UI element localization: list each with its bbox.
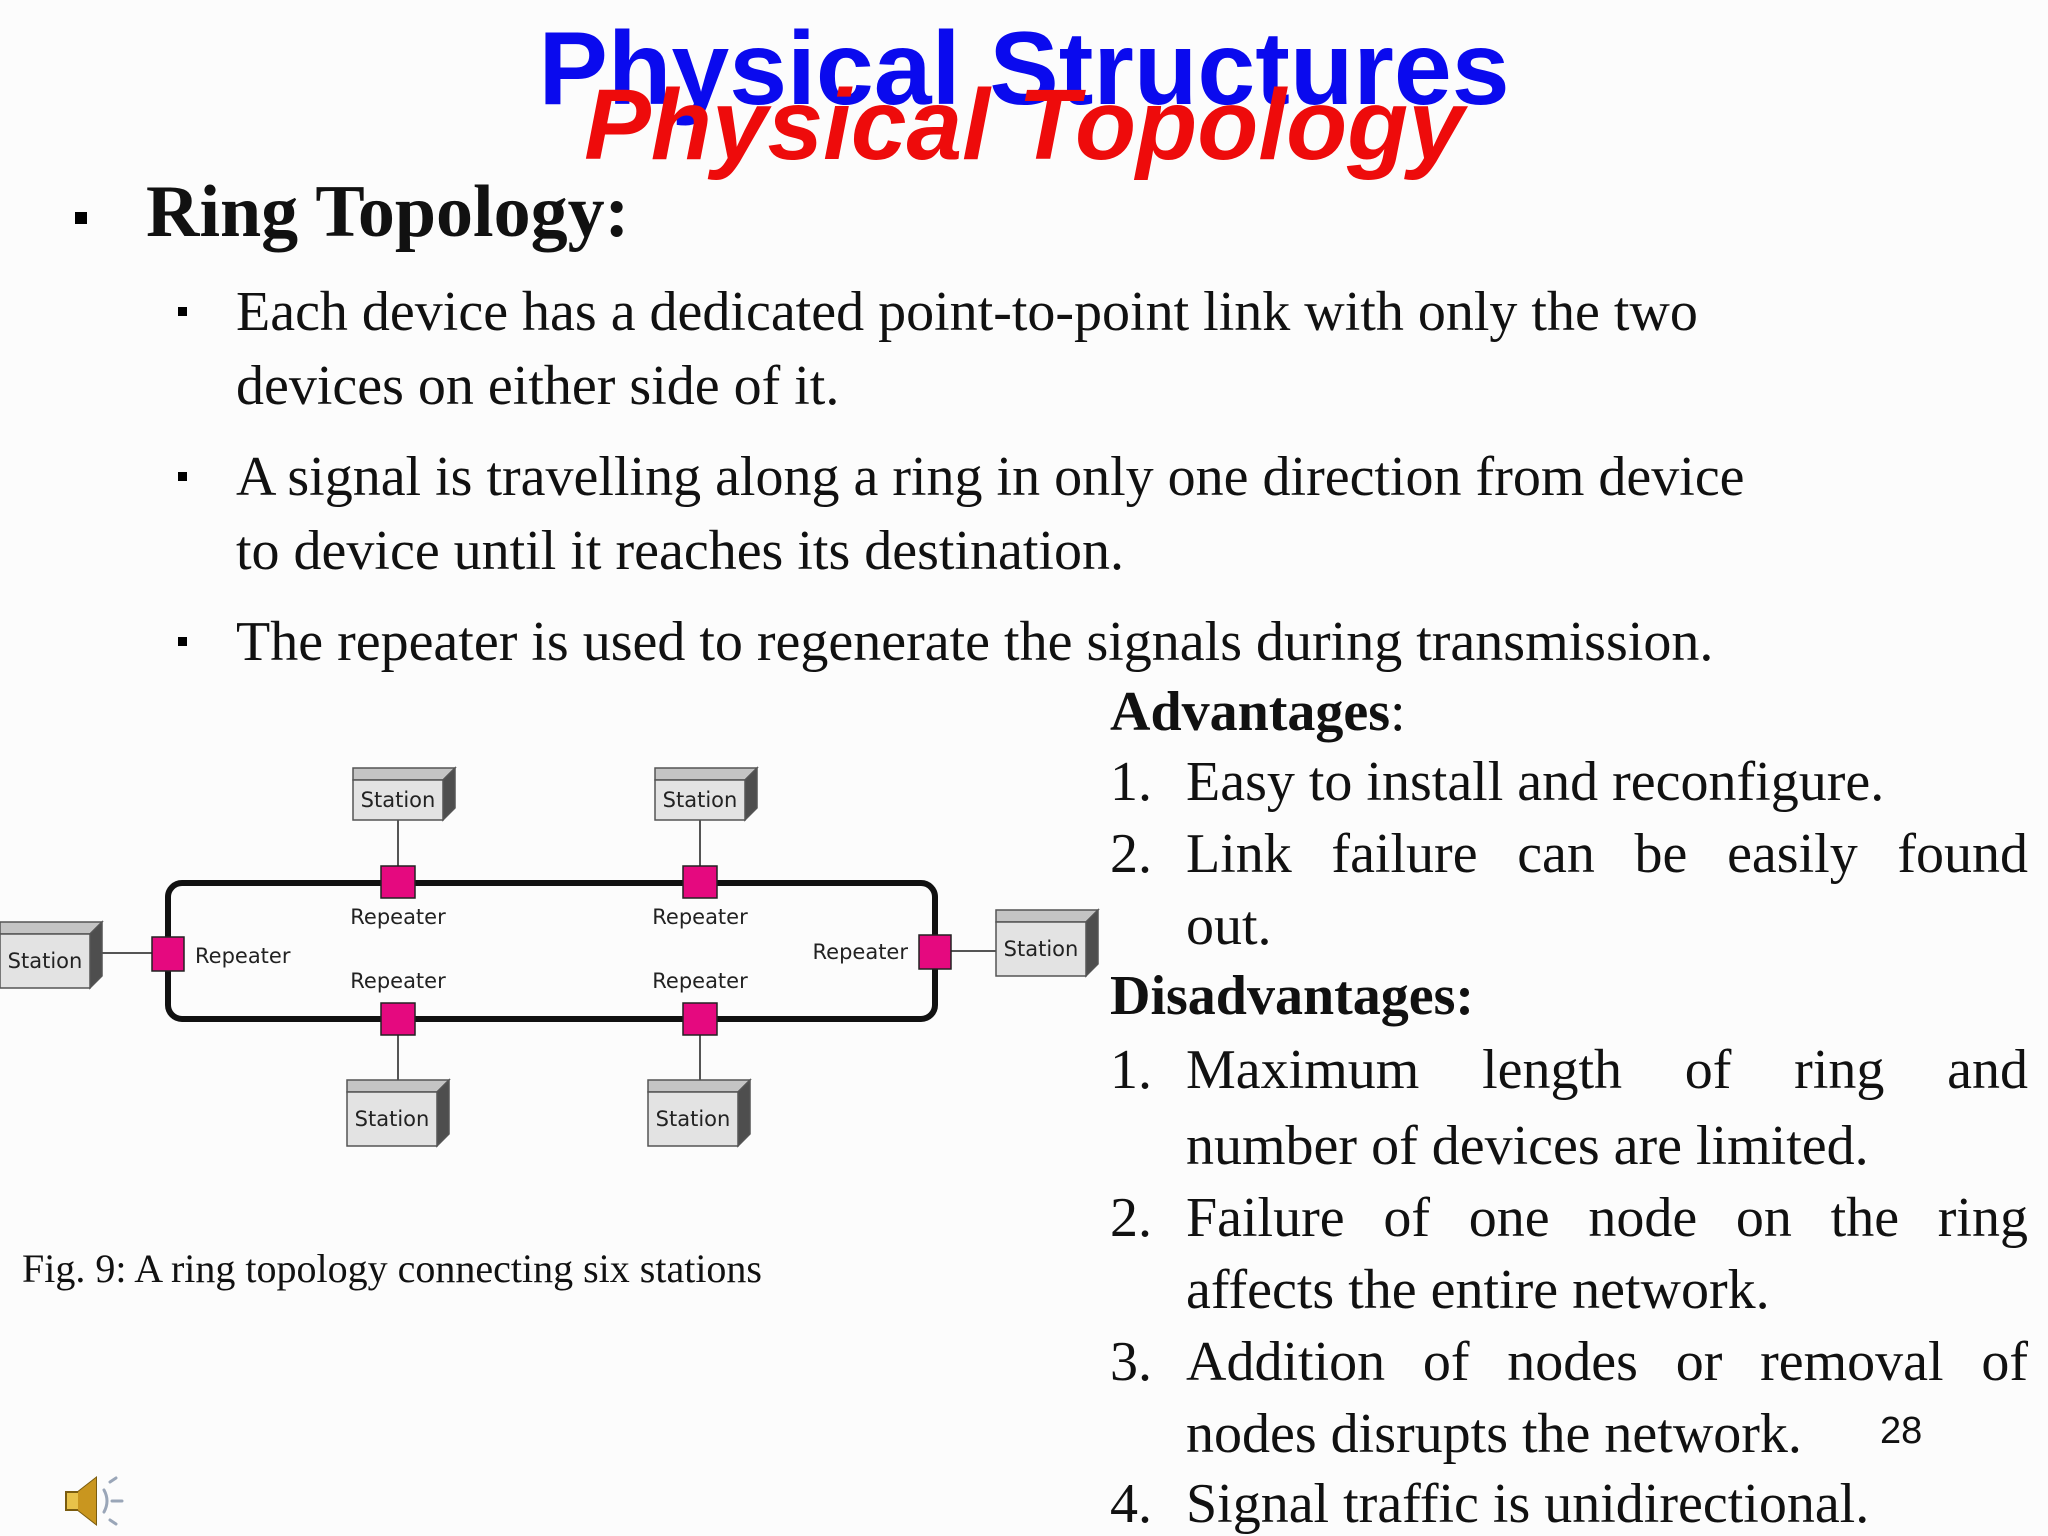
advantage-num: 2. [1110, 823, 1152, 885]
heading-bullet [75, 212, 87, 224]
bullet-marker [178, 307, 187, 316]
station-bottom-left: Station [346, 1078, 451, 1148]
station-links [100, 820, 996, 1080]
station-label: Station [663, 788, 738, 812]
bullet-2: A signal is travelling along a ring in o… [236, 440, 1996, 588]
repeater-node [682, 1002, 718, 1036]
slide-title: Physical Structures [538, 11, 1510, 127]
bullet-2-line-1: A signal is travelling along a ring in o… [236, 446, 1745, 508]
slide-subtitle: Physical Topology [584, 69, 1464, 181]
repeaters [151, 865, 952, 1036]
ring-topology-heading: Ring Topology: [146, 171, 630, 253]
disadvantage-1-text: Maximum length of ring and [1186, 1039, 2028, 1101]
repeater-node [380, 1002, 416, 1036]
disadvantage-2-text-cont: affects the entire network. [1186, 1259, 1770, 1321]
repeater-label: Repeater [652, 969, 748, 993]
advantage-2-text-cont: out. [1186, 895, 1272, 957]
station-top-right: Station [654, 766, 759, 822]
repeater-label: Repeater [652, 905, 748, 929]
disadvantage-2-text: Failure of one node on the ring [1186, 1187, 2028, 1249]
repeater-node [380, 865, 416, 899]
station-top-left: Station [352, 766, 457, 822]
bullet-1-line-1: Each device has a dedicated point-to-poi… [236, 281, 1698, 343]
advantage-num: 1. [1110, 751, 1152, 813]
station-label: Station [8, 949, 83, 973]
disadvantage-1-text-cont: number of devices are limited. [1186, 1115, 1869, 1177]
disadvantage-4-text: Signal traffic is unidirectional. [1186, 1473, 1870, 1535]
disadvantages-heading: Disadvantages: [1110, 965, 1475, 1027]
bullet-2-line-2: to device until it reaches its destinati… [236, 520, 1124, 582]
page-number: 28 [1880, 1410, 1923, 1452]
advantage-1-text: Easy to install and reconfigure. [1186, 751, 1885, 813]
ring-topology-diagram: Repeater Repeater Repeater Repeater Repe… [0, 766, 1100, 1148]
station-bottom-right: Station [647, 1078, 752, 1148]
station-right: Station [995, 908, 1100, 978]
station-label: Station [361, 788, 436, 812]
disadvantage-3-text-cont: nodes disrupts the network. [1186, 1403, 1802, 1465]
repeater-node [151, 936, 185, 972]
figure-caption: Fig. 9: A ring topology connecting six s… [22, 1246, 762, 1291]
advantages-heading: Advantages: [1110, 680, 1406, 744]
repeater-node [918, 934, 952, 970]
repeater-label: Repeater [350, 905, 446, 929]
speaker-icon[interactable] [62, 1472, 134, 1530]
advantages-heading-text: Advantages [1110, 681, 1391, 743]
advantages-colon: : [1390, 681, 1406, 743]
station-label: Station [656, 1107, 731, 1131]
repeater-label: Repeater [813, 940, 909, 964]
station-label: Station [355, 1107, 430, 1131]
disadvantage-num: 1. [1110, 1039, 1152, 1101]
station-left: Station [0, 920, 104, 990]
disadvantage-num: 3. [1110, 1331, 1152, 1393]
bullet-3-line-1: The repeater is used to regenerate the s… [236, 611, 1714, 673]
repeater-node [682, 865, 718, 899]
bullet-1: Each device has a dedicated point-to-poi… [236, 275, 1996, 423]
bullet-marker [178, 472, 187, 481]
station-label: Station [1004, 937, 1079, 961]
advantage-2-text: Link failure can be easily found [1186, 823, 2028, 885]
disadvantage-num: 2. [1110, 1187, 1152, 1249]
bullet-1-line-2: devices on either side of it. [236, 355, 840, 417]
bullet-marker [178, 637, 187, 646]
disadvantage-num: 4. [1110, 1473, 1152, 1535]
repeater-label: Repeater [350, 969, 446, 993]
bullet-3: The repeater is used to regenerate the s… [236, 605, 1996, 679]
disadvantage-3-text: Addition of nodes or removal of [1186, 1331, 2028, 1393]
repeater-label: Repeater [195, 944, 291, 968]
